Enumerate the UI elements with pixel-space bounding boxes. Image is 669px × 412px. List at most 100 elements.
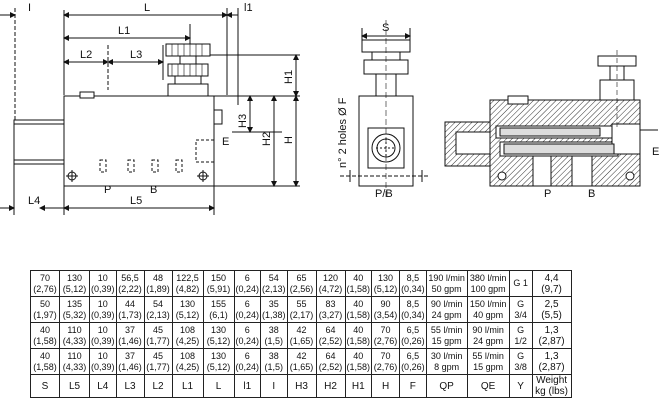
table-cell: 40(1,58) xyxy=(344,270,373,297)
table-cell: 37(1,46) xyxy=(115,348,145,375)
table-header-cell: H2 xyxy=(315,374,346,398)
table-cell: 37(1,46) xyxy=(115,322,145,349)
table-cell: 35(1,38) xyxy=(260,296,288,323)
table-cell: 40(1,58) xyxy=(344,322,373,349)
table-cell: 1,3(2,87) xyxy=(531,322,572,349)
table-cell: 40(1,58) xyxy=(30,348,60,375)
table-cell: 70(2,76) xyxy=(30,270,60,297)
label-P: P xyxy=(104,184,111,196)
label-E: E xyxy=(222,136,229,148)
table-cell: 110(4,33) xyxy=(59,322,90,349)
table-cell: 6(0,24) xyxy=(233,348,262,375)
table-cell: 6,5(0,26) xyxy=(399,348,427,375)
table-header-cell: F xyxy=(399,374,427,398)
table-cell: 8,5(0,34) xyxy=(399,296,427,323)
table-header-cell: L xyxy=(202,374,235,398)
section-view xyxy=(444,50,658,187)
table-cell: 122,5(4,82) xyxy=(171,270,204,297)
table-cell: 70(2,76) xyxy=(371,348,401,375)
table-cell: 90(3,54) xyxy=(371,296,401,323)
table-header-cell: l1 xyxy=(233,374,262,398)
table-cell: 1,3(2,87) xyxy=(531,348,572,375)
table-cell: 130(5,12) xyxy=(202,322,235,349)
table-cell: 2,5(5,5) xyxy=(531,296,572,323)
label-L1: L1 xyxy=(118,25,130,37)
label-B-section: B xyxy=(588,188,595,200)
table-cell: 6(0,24) xyxy=(233,270,262,297)
table-row: 50(1,97)135(5,32)10(0,39)44(1,73)54(2,13… xyxy=(30,296,572,323)
table-header-cell: L3 xyxy=(115,374,145,398)
table-cell: 64(2,52) xyxy=(315,322,346,349)
table-cell: 56,5(2,22) xyxy=(115,270,145,297)
table-cell: 108(4,25) xyxy=(171,322,204,349)
side-view xyxy=(340,20,430,200)
table-cell: 40(1,58) xyxy=(30,322,60,349)
table-cell: 40(1,58) xyxy=(344,296,373,323)
label-E-section: E xyxy=(652,146,659,158)
table-cell: 110(4,33) xyxy=(59,348,90,375)
label-L3: L3 xyxy=(130,49,142,61)
label-H3: H3 xyxy=(237,114,249,128)
table-cell: 6,5(0,26) xyxy=(399,322,427,349)
table-row: 40(1,58)110(4,33)10(0,39)37(1,46)45(1,77… xyxy=(30,348,572,375)
table-header-cell: L2 xyxy=(143,374,173,398)
table-cell: 135(5,32) xyxy=(59,296,90,323)
table-cell: 10(0,39) xyxy=(89,348,117,375)
table-cell: 155(6,1) xyxy=(202,296,235,323)
table-cell: 45(1,77) xyxy=(143,348,173,375)
spec-table: 70(2,76)130(5,12)10(0,39)56,5(2,22)48(1,… xyxy=(30,270,572,398)
label-L2: L2 xyxy=(80,49,92,61)
table-header-cell: Y xyxy=(508,374,533,398)
spec-table-body: 70(2,76)130(5,12)10(0,39)56,5(2,22)48(1,… xyxy=(30,270,572,398)
table-header-cell: L4 xyxy=(89,374,117,398)
label-H1: H1 xyxy=(283,70,295,84)
label-i: I xyxy=(28,2,31,14)
table-cell: 4,4(9,7) xyxy=(531,270,572,297)
table-cell: G 1/2 xyxy=(508,322,533,349)
table-cell: 65(2,56) xyxy=(286,270,317,297)
label-PB: P/B xyxy=(375,188,393,200)
table-cell: 10(0,39) xyxy=(89,322,117,349)
table-row: 70(2,76)130(5,12)10(0,39)56,5(2,22)48(1,… xyxy=(30,270,572,297)
table-header-cell: I xyxy=(260,374,288,398)
table-cell: 130(5,12) xyxy=(371,270,401,297)
table-cell: 10(0,39) xyxy=(89,296,117,323)
table-header-cell: QE xyxy=(466,374,510,398)
table-cell: 48(1,89) xyxy=(143,270,173,297)
table-cell: 42(1,65) xyxy=(286,322,317,349)
table-header-cell: L5 xyxy=(59,374,90,398)
front-view xyxy=(0,8,300,215)
table-row: 40(1,58)110(4,33)10(0,39)37(1,46)45(1,77… xyxy=(30,322,572,349)
table-cell: 83(3,27) xyxy=(315,296,346,323)
table-cell: 54(2,13) xyxy=(260,270,288,297)
table-cell: 55(2,17) xyxy=(286,296,317,323)
label-L5: L5 xyxy=(130,195,142,207)
table-cell: G 3/4 xyxy=(508,296,533,323)
table-header-cell: H xyxy=(371,374,401,398)
label-l1: l1 xyxy=(244,2,253,14)
technical-drawing: I L l1 L1 L2 L3 E P B L4 L5 H1 H3 H2 H S… xyxy=(0,2,659,215)
table-cell: 6(0,24) xyxy=(233,296,262,323)
table-cell: 50(1,97) xyxy=(30,296,60,323)
table-cell: 44(1,73) xyxy=(115,296,145,323)
table-cell: 130(5,12) xyxy=(202,348,235,375)
table-cell: 108(4,25) xyxy=(171,348,204,375)
table-header-cell: S xyxy=(30,374,60,398)
label-holes: n° 2 holes Ø F xyxy=(337,97,349,168)
label-H2: H2 xyxy=(261,132,273,146)
table-cell: 42(1,65) xyxy=(286,348,317,375)
table-header-cell: H3 xyxy=(286,374,317,398)
table-cell: 8,5(0,34) xyxy=(399,270,427,297)
table-header-cell: L1 xyxy=(171,374,204,398)
label-P-section: P xyxy=(544,188,551,200)
table-cell: 6(0,24) xyxy=(233,322,262,349)
